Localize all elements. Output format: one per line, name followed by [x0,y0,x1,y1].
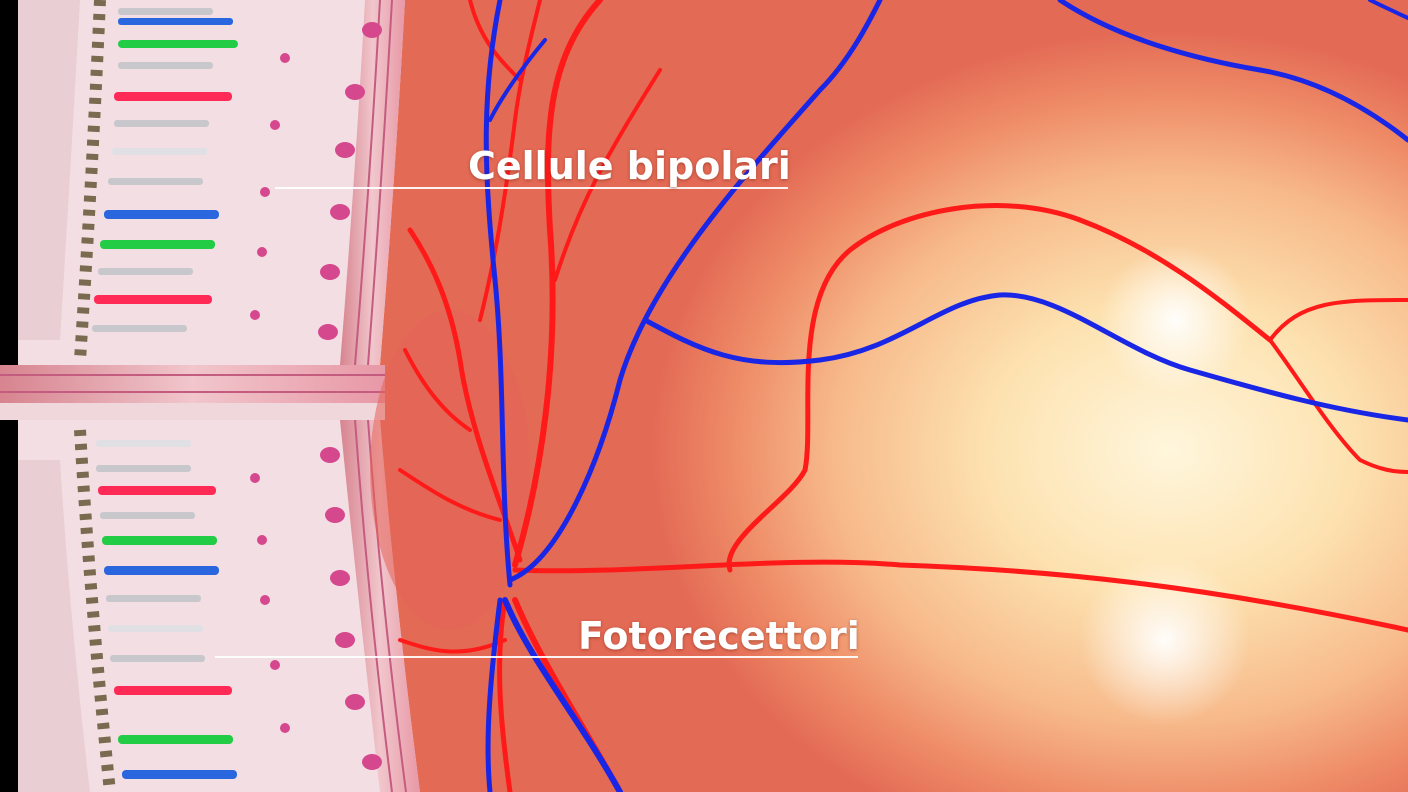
photoreceptor-layer-upper [92,8,238,332]
optic-disc [370,310,530,630]
veins [483,0,1408,792]
retina-section-lower [0,403,420,792]
photoreceptor-layer-lower [96,440,237,779]
bipolar-leader-line [275,187,788,189]
arteries [398,0,1408,792]
light-glow-upper [1100,245,1250,395]
retina-section-upper [0,0,405,403]
label-photoreceptors: Fotorecettori [578,614,860,658]
bipolar-cells-upper [250,22,382,340]
photoreceptor-leader-line [215,656,858,658]
bipolar-cells-lower [250,447,382,770]
label-bipolar-cells: Cellule bipolari [468,144,791,188]
light-glow-lower [1080,555,1250,725]
